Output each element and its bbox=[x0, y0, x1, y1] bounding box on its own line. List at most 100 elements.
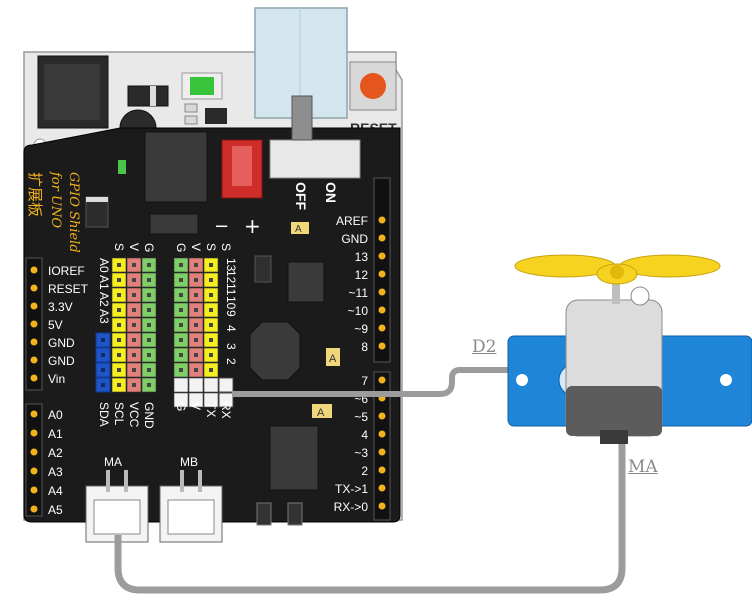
pin-header-grid bbox=[95, 257, 234, 408]
header-pin-hole bbox=[194, 368, 198, 372]
digital-pin bbox=[378, 466, 386, 474]
header-pin-hole bbox=[179, 308, 183, 312]
header-pin-hole bbox=[132, 338, 136, 342]
digital-col-label: 11 bbox=[224, 283, 238, 296]
connector-mb bbox=[159, 470, 223, 543]
digital-header-lower bbox=[373, 371, 391, 521]
power-terminal-slot bbox=[232, 146, 252, 186]
base-ic-small bbox=[205, 108, 227, 124]
connector-ma bbox=[85, 470, 149, 543]
wire-d2 bbox=[232, 367, 520, 397]
header-pin-hole bbox=[117, 338, 121, 342]
header-pin-hole bbox=[132, 383, 136, 387]
header-pin-hole bbox=[117, 293, 121, 297]
chip-mark: A bbox=[295, 224, 302, 235]
digital-pin bbox=[378, 376, 386, 384]
i2c-pin-hole bbox=[101, 383, 105, 387]
bottom-right-label: G bbox=[174, 402, 188, 411]
analog-col-label: A3 bbox=[97, 309, 111, 324]
header-pin-hole bbox=[132, 368, 136, 372]
power-pin bbox=[30, 338, 38, 346]
analog-header-strip bbox=[25, 403, 43, 517]
power-pin-label: GND bbox=[48, 336, 75, 350]
digital-pin-label: RX->0 bbox=[334, 500, 369, 514]
header-pin-hole bbox=[147, 308, 151, 312]
header-pin-hole bbox=[209, 308, 213, 312]
header-pin-hole bbox=[117, 278, 121, 282]
shield-regulator bbox=[144, 131, 208, 203]
header-pin-hole bbox=[209, 263, 213, 267]
header-pin-white bbox=[218, 377, 234, 393]
power-pin bbox=[30, 356, 38, 364]
digital-pin-label: 7 bbox=[361, 374, 368, 388]
header-label-left: V bbox=[127, 243, 141, 251]
shield-chip-small bbox=[291, 222, 309, 234]
header-pin-hole bbox=[194, 353, 198, 357]
header-pin-hole bbox=[179, 293, 183, 297]
bottom-right-label: TX bbox=[204, 402, 218, 417]
header-pin-hole bbox=[147, 263, 151, 267]
header-pin-hole bbox=[117, 263, 121, 267]
header-pin-hole bbox=[147, 338, 151, 342]
bottom-left-label: SCL bbox=[112, 402, 126, 426]
header-pin-hole bbox=[132, 278, 136, 282]
digital-pin-label: 4 bbox=[361, 428, 368, 442]
base-diode bbox=[127, 85, 169, 107]
shield-title-line2: for UNO bbox=[48, 171, 63, 228]
header-pin-hole bbox=[194, 278, 198, 282]
digital-pin-label: 2 bbox=[361, 464, 368, 478]
header-pin-white bbox=[203, 377, 219, 393]
power-switch-knob bbox=[291, 95, 313, 141]
digital-pin-label: ~5 bbox=[354, 410, 368, 424]
header-pin-hole bbox=[147, 368, 151, 372]
shield-inductor bbox=[249, 321, 301, 381]
header-pin-hole bbox=[117, 368, 121, 372]
header-pin-white bbox=[188, 392, 204, 408]
header-pin-hole bbox=[209, 293, 213, 297]
header-label-right: S bbox=[204, 243, 218, 251]
digital-pin bbox=[378, 412, 386, 420]
digital-pin bbox=[378, 502, 386, 510]
smd-2 bbox=[287, 502, 303, 526]
power-pin-label: 5V bbox=[48, 318, 63, 332]
digital-col-label: 3 bbox=[224, 343, 238, 350]
digital-pin bbox=[378, 306, 386, 314]
header-pin-white bbox=[203, 392, 219, 408]
header-pin-hole bbox=[209, 338, 213, 342]
digital-col-label: 13 bbox=[224, 258, 238, 272]
power-pin-label: RESET bbox=[48, 282, 89, 296]
digital-header-upper bbox=[373, 177, 391, 363]
header-pin-white bbox=[188, 377, 204, 393]
header-pin-hole bbox=[147, 278, 151, 282]
header-pin-hole bbox=[132, 263, 136, 267]
header-pin-hole bbox=[194, 308, 198, 312]
digital-pin-label: GND bbox=[341, 232, 368, 246]
analog-pin bbox=[30, 505, 38, 513]
chip-mark: A bbox=[317, 407, 325, 419]
connector-mb-label: MB bbox=[180, 455, 198, 469]
header-pin-white bbox=[173, 377, 189, 393]
shield-diode-band bbox=[86, 197, 108, 202]
shield-regulator-tab bbox=[149, 213, 199, 235]
digital-col-label: 4 bbox=[224, 325, 238, 332]
shield-chip-a2 bbox=[312, 404, 332, 418]
digital-pin-label: ~9 bbox=[354, 322, 368, 336]
analog-pin bbox=[30, 429, 38, 437]
header-pin-hole bbox=[209, 278, 213, 282]
plus-sign: + bbox=[244, 214, 261, 238]
propeller bbox=[514, 254, 721, 285]
header-pin-hole bbox=[179, 278, 183, 282]
shield-title-line1: GPIO Shield bbox=[66, 172, 81, 253]
digital-pin bbox=[378, 342, 386, 350]
digital-pin bbox=[378, 448, 386, 456]
green-led-body bbox=[190, 77, 214, 95]
bottom-right-label: RX bbox=[219, 402, 233, 419]
analog-pin-label: A4 bbox=[48, 484, 63, 498]
header-pin-hole bbox=[132, 308, 136, 312]
header-pin-hole bbox=[147, 383, 151, 387]
header-pin-hole bbox=[179, 338, 183, 342]
